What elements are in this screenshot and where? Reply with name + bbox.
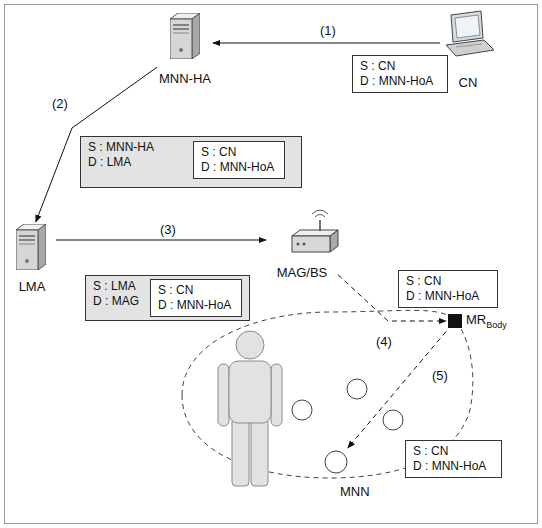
packet-field: D : LMA [88, 155, 154, 170]
packet-box: S : CND : MNN-HoA [150, 279, 242, 317]
entity-label: LMA [19, 279, 46, 294]
wireless-link [348, 332, 446, 448]
sensor-node [383, 410, 403, 430]
packet-field: S : CN [158, 283, 231, 298]
packet-field: S : LMA [93, 279, 139, 294]
router-name: MR [466, 312, 486, 327]
step-number: (2) [50, 96, 70, 111]
mobile-router: MRBody [446, 310, 520, 334]
packet-field: S : CN [406, 274, 479, 289]
packet-fields: S : CND : MNN-HoA [360, 59, 433, 89]
node-circle-shape [325, 451, 347, 473]
frame [5, 5, 538, 524]
packet-field: S : CN [360, 59, 433, 74]
network-entity: LMA [8, 222, 56, 294]
entity-label: CN [459, 75, 478, 90]
step-number: (4) [374, 334, 394, 349]
packet-field: S : MNN-HA [88, 140, 154, 155]
packet-field: S : CN [201, 145, 274, 160]
packet-field: D : MNN-HoA [360, 74, 433, 89]
server-icon [170, 13, 200, 59]
packet-box: S : MNN-HAD : LMA S : CND : MNN-HoA [80, 136, 302, 188]
packet-field: D : MAG [93, 294, 139, 309]
network-entity: CN [440, 12, 496, 90]
packet-box: S : CND : MNN-HoA [352, 55, 448, 93]
network-entity: MNN-HA [157, 10, 213, 86]
packet-fields: S : CND : MNN-HoA [406, 274, 479, 304]
packet-field: D : MNN-HoA [201, 160, 274, 175]
packet-fields: S : CND : MNN-HoA [201, 145, 274, 175]
step-number: (1) [318, 23, 338, 38]
packet-box: S : CND : MNN-HoA [398, 270, 498, 308]
person-figure [218, 331, 282, 486]
entity-label: MNN-HA [159, 71, 211, 86]
step-number: (5) [430, 368, 450, 383]
router-marker [448, 314, 462, 328]
sensor-node [347, 379, 367, 399]
network-entity: MAG/BS [266, 218, 338, 280]
tunnel-link [36, 67, 157, 222]
laptop-icon [446, 11, 494, 56]
packet-field: S : CN [413, 444, 486, 459]
packet-fields: S : CND : MNN-HoA [158, 283, 231, 313]
packet-fields: S : CND : MNN-HoA [413, 444, 486, 474]
tunnel-link [213, 43, 440, 44]
tunnel-link [56, 240, 266, 241]
packet-field: D : MNN-HoA [158, 298, 231, 313]
node-circle [323, 449, 349, 475]
packet-field: D : MNN-HoA [413, 459, 486, 474]
packet-fields: S : MNN-HAD : LMA [88, 140, 154, 170]
server-icon [16, 224, 46, 270]
packet-box: S : CND : MNN-HoA [193, 141, 285, 179]
sensor-node [292, 400, 312, 420]
node-label: MNN [340, 484, 370, 499]
step-number: (3) [158, 222, 178, 237]
packet-box: S : LMAD : MAG S : CND : MNN-HoA [85, 275, 250, 321]
router-label: MRBody [466, 312, 507, 333]
mobile-network-node: MNN [318, 448, 380, 500]
router-subscript: Body [486, 320, 507, 330]
packet-box: S : CND : MNN-HoA [405, 440, 502, 478]
entity-label: MAG/BS [277, 265, 328, 280]
packet-field: D : MNN-HoA [406, 289, 479, 304]
packet-fields: S : LMAD : MAG [93, 279, 139, 309]
router-icon [292, 210, 338, 252]
